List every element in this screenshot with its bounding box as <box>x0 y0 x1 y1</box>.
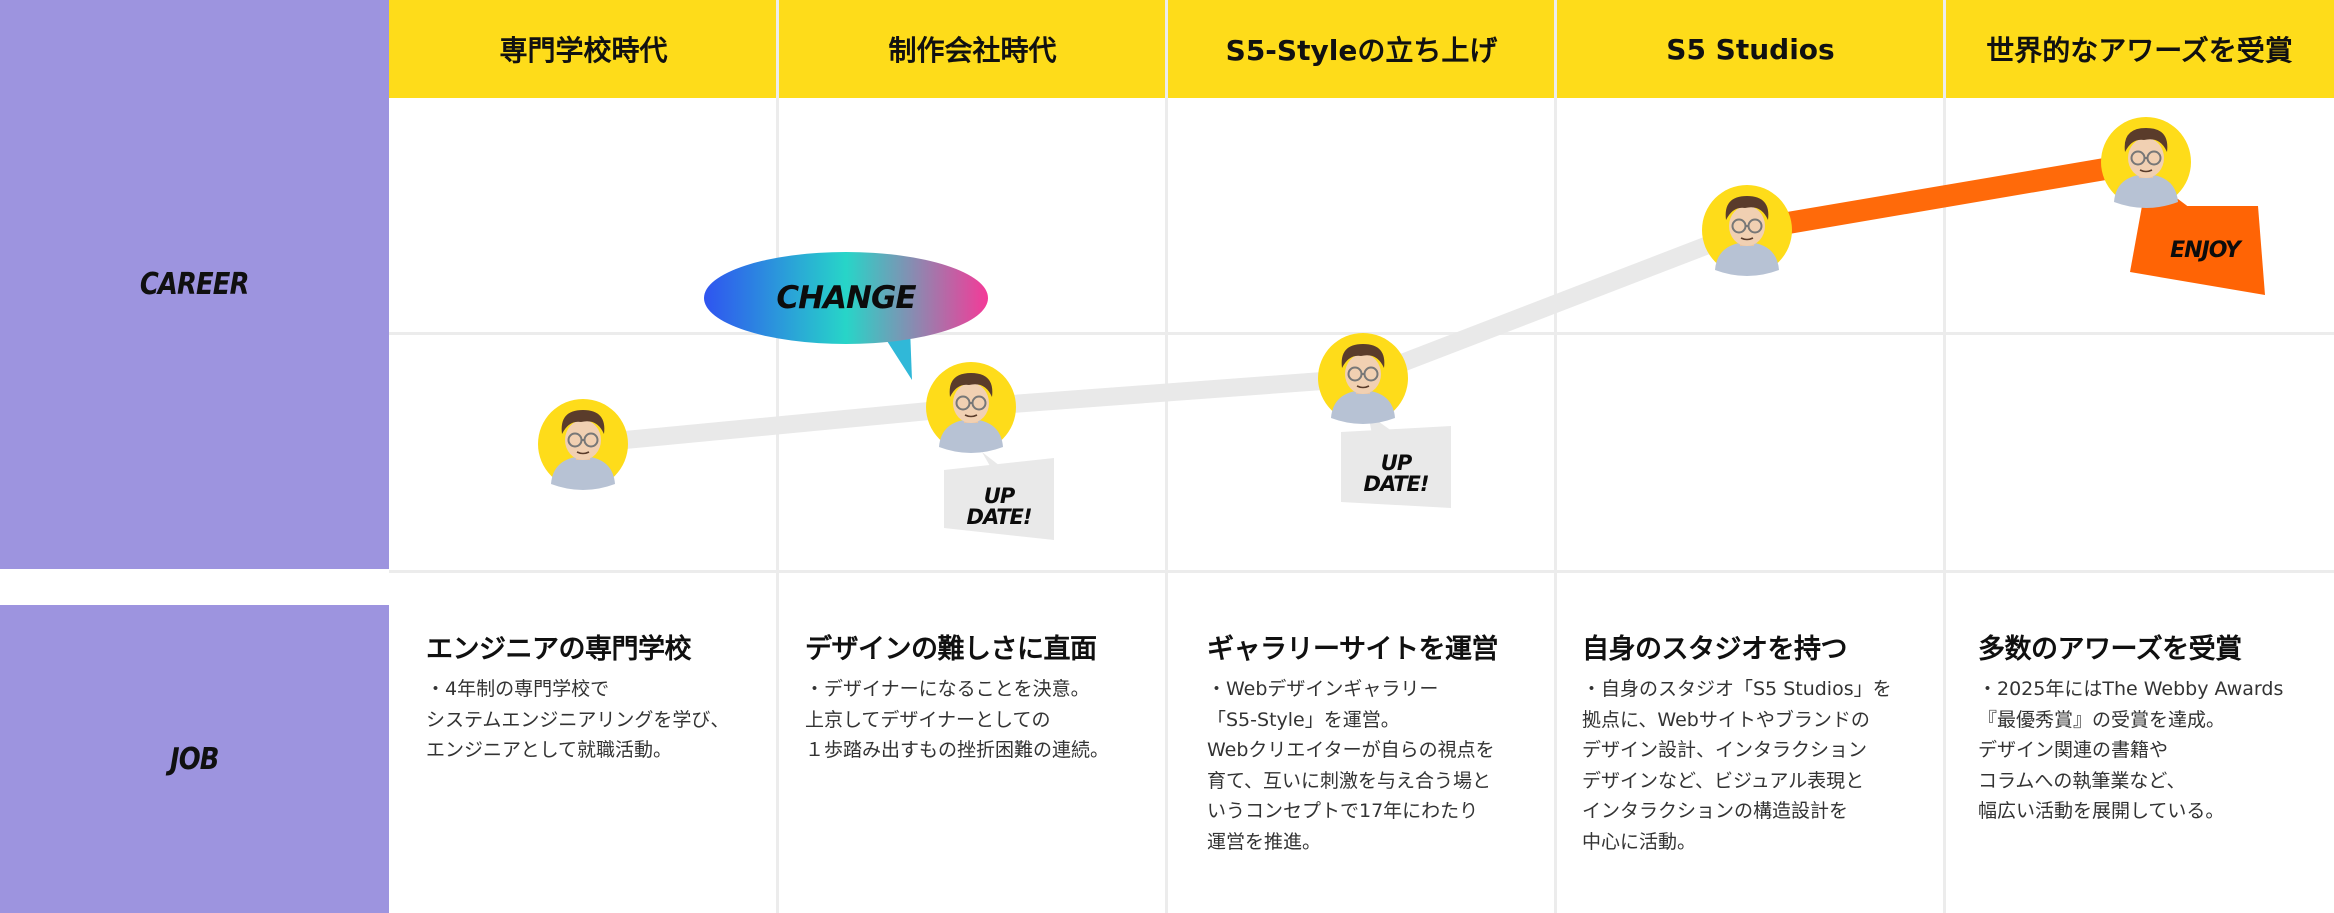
grid-divider <box>1165 0 1168 913</box>
header-period-s5-style: S5-Styleの立ち上げ <box>1225 34 1498 67</box>
grid-divider <box>1943 0 1946 913</box>
job-label-text: JOB <box>170 741 219 777</box>
grid-divider <box>776 0 779 913</box>
job-description: ・Webデザインギャラリー 「S5-Style」を運営。 Webクリエイターが自… <box>1207 678 1495 853</box>
job-title: 多数のアワーズを受賞 <box>1978 634 2242 665</box>
job-description: ・自身のスタジオ「S5 Studios」を 拠点に、Webサイトやブランドの デ… <box>1582 678 1892 853</box>
job-column-s5-studios: 自身のスタジオを持つ ・自身のスタジオ「S5 Studios」を 拠点に、Web… <box>1582 632 1938 857</box>
job-description: ・2025年にはThe Webby Awards 『最優秀賞』の受賞を達成。 デ… <box>1978 678 2284 822</box>
avatar-s5-style <box>1318 333 1408 424</box>
header-period-school: 専門学校時代 <box>499 34 668 67</box>
header-period-agency: 制作会社時代 <box>888 34 1057 67</box>
update-tag-text: UP DATE! <box>1363 451 1430 496</box>
job-row-label: JOB <box>0 605 389 913</box>
update-tag-text: UP DATE! <box>966 484 1033 529</box>
career-row-label: CAREER <box>0 0 389 569</box>
job-column-agency: デザインの難しさに直面 ・デザイナーになることを決意。 上京してデザイナーとして… <box>805 632 1161 766</box>
job-description: ・4年制の専門学校で システムエンジニアリングを学び、 エンジニアとして就職活動… <box>426 678 730 761</box>
job-description: ・デザイナーになることを決意。 上京してデザイナーとしての １歩踏み出すもの挫折… <box>805 678 1110 761</box>
career-line-segment-highlight <box>1736 151 2157 241</box>
header-period-awards: 世界的なアワーズを受賞 <box>1986 34 2293 67</box>
job-title: 自身のスタジオを持つ <box>1582 634 1848 665</box>
career-line-segment <box>1354 221 1756 387</box>
enjoy-tag-text: ENJOY <box>2170 237 2241 263</box>
header-period-s5-studios: S5 Studios <box>1666 32 1835 66</box>
job-column-awards: 多数のアワーズを受賞 ・2025年にはThe Webby Awards 『最優秀… <box>1978 632 2334 827</box>
timeline-header <box>389 0 2334 98</box>
avatar-school <box>538 399 628 490</box>
job-column-s5-style: ギャラリーサイトを運営 ・Webデザインギャラリー 「S5-Style」を運営。… <box>1207 632 1563 857</box>
avatar-s5-studios <box>1702 185 1792 276</box>
career-line-segment <box>574 398 980 453</box>
change-speech-bubble <box>704 252 988 380</box>
change-bubble-text: CHANGE <box>776 280 916 316</box>
job-title: エンジニアの専門学校 <box>426 634 692 665</box>
career-label-text: CAREER <box>140 267 250 302</box>
update-tag <box>944 452 1054 540</box>
job-title: ギャラリーサイトを運営 <box>1207 634 1498 665</box>
job-column-school: エンジニアの専門学校 ・4年制の専門学校で システムエンジニアリングを学び、 エ… <box>426 632 782 766</box>
avatar-awards <box>2101 117 2191 208</box>
avatar-agency <box>926 362 1016 453</box>
grid-divider-horizontal <box>389 570 2334 573</box>
job-title: デザインの難しさに直面 <box>805 634 1097 665</box>
career-line-segment <box>962 369 1372 416</box>
grid-divider <box>1554 0 1557 913</box>
